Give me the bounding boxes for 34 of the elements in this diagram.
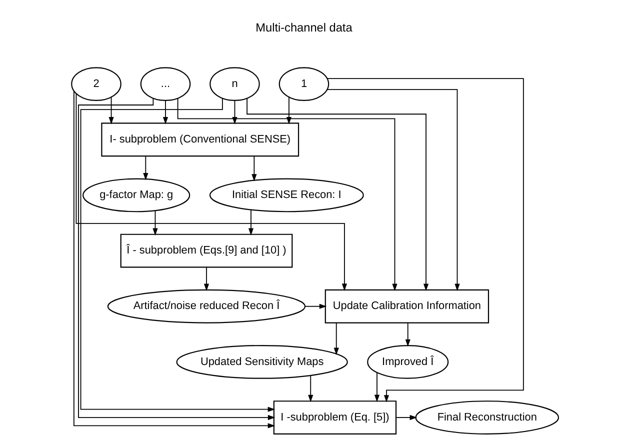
node-ellipse: Updated Sensitivity Maps — [176, 345, 348, 379]
node-ellipse: Final Reconstruction — [414, 400, 559, 434]
arrow — [308, 375, 313, 402]
node-ellipse: Artifact/noise reduced Recon Î — [106, 289, 306, 324]
arrow — [246, 98, 428, 292]
arrow — [232, 100, 237, 124]
arrow — [374, 372, 380, 402]
node-ellipse: g-factor Map: g — [82, 178, 190, 212]
node-ellipse: ... — [140, 67, 190, 101]
arrow — [108, 96, 114, 124]
arrow — [176, 98, 397, 292]
node-ellipse: n — [209, 67, 260, 101]
node-box: I -subproblem (Eq. [5]) — [272, 400, 396, 434]
arrow — [75, 93, 347, 291]
arrow — [395, 414, 417, 420]
node-box: Î - subproblem (Eqs.[9] and [10] ) — [120, 234, 292, 268]
arrow — [152, 210, 158, 236]
label: Multi-channel data — [255, 20, 352, 35]
arrow — [326, 89, 460, 292]
node-ellipse: Improved Î — [366, 345, 448, 379]
arrow — [248, 209, 254, 236]
arrow — [404, 322, 410, 347]
node-box: Update Calibration Information — [324, 289, 489, 324]
node-box: I- subproblem (Conventional SENSE) — [100, 122, 299, 157]
arrow — [162, 100, 168, 124]
node-ellipse: 1 — [278, 67, 329, 101]
arrow — [142, 156, 148, 180]
node-ellipse: Initial SENSE Recon: I — [208, 178, 364, 212]
node-ellipse: 2 — [70, 67, 121, 101]
arrow — [333, 322, 338, 356]
arrow — [203, 267, 209, 292]
arrow — [304, 304, 326, 309]
arrow — [326, 78, 524, 402]
arrow — [251, 156, 256, 182]
